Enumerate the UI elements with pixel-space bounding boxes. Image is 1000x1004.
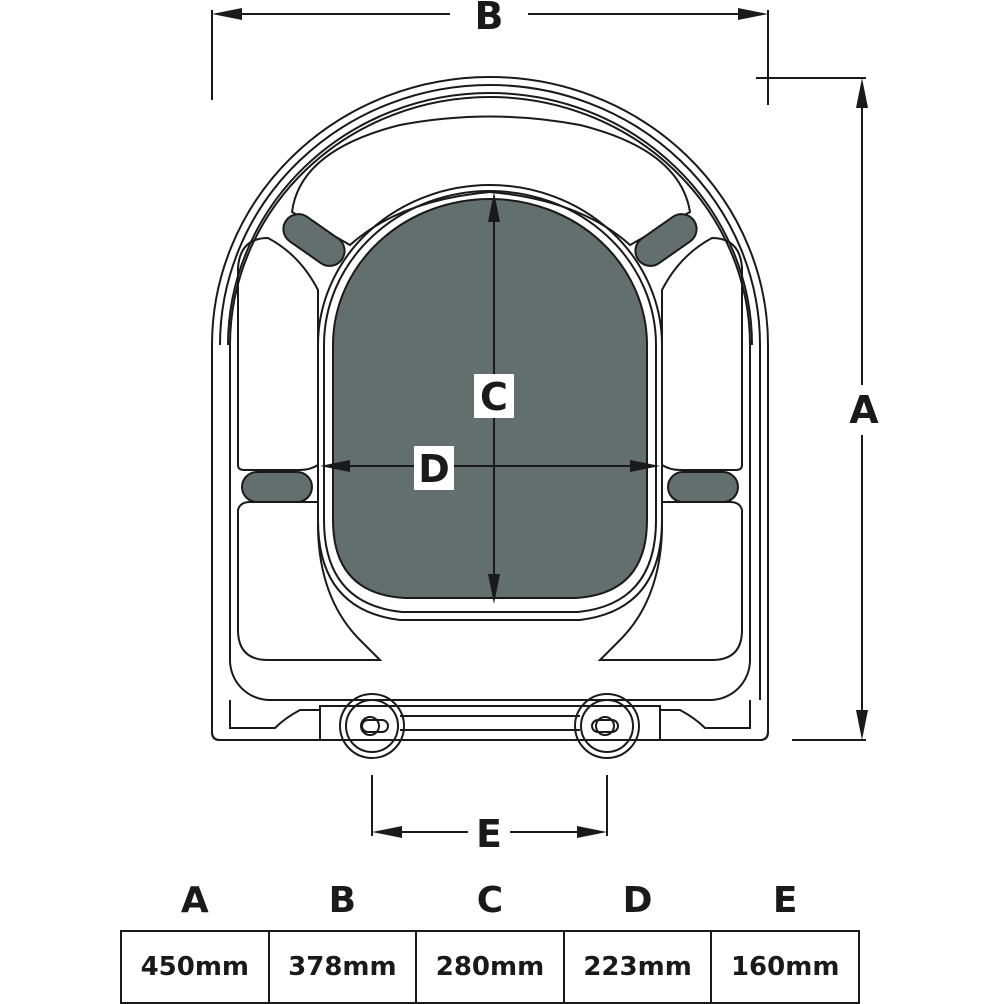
lid-inner-edge <box>229 96 751 701</box>
dimensions-table: A B C D E 450mm 378mm 280mm 223mm 160mm <box>120 870 860 1004</box>
table-header: B <box>328 879 357 921</box>
label-a: A <box>849 388 879 432</box>
rear-lip-left <box>211 700 321 741</box>
hinge-bar <box>319 705 661 741</box>
table-cell: 280mm <box>415 930 565 1004</box>
table-cell: 223mm <box>562 930 713 1004</box>
table-header-row: A B C D E <box>121 870 859 931</box>
label-c: C <box>480 375 508 419</box>
table-header: E <box>772 879 798 921</box>
dimension-e: E <box>371 775 608 856</box>
dimension-a: A <box>756 77 879 741</box>
dimension-c: C <box>474 192 514 604</box>
rear-lip-right <box>659 700 769 741</box>
bumper-left <box>241 471 313 503</box>
table-cell: 160mm <box>710 930 860 1004</box>
left-upper-panel <box>237 236 319 471</box>
right-lower-panel <box>597 501 743 661</box>
left-lower-panel <box>237 501 383 661</box>
label-e: E <box>476 812 502 856</box>
opening-rim-outer <box>317 184 663 621</box>
table-cell: 450mm <box>120 930 270 1004</box>
bumper-top-right <box>634 213 698 267</box>
hinge-left <box>339 693 405 759</box>
bumpers <box>241 213 739 503</box>
dimension-b: B <box>211 0 769 105</box>
table-cell: 378mm <box>267 930 418 1004</box>
bumper-top-left <box>282 213 346 267</box>
seat-rim-line-2 <box>227 92 753 346</box>
dimension-d: D <box>320 446 660 491</box>
seat-rim-line-1 <box>219 84 761 700</box>
table-header: D <box>622 879 653 921</box>
bumper-right <box>667 471 739 503</box>
right-upper-panel <box>661 236 743 471</box>
table-row: 450mm 378mm 280mm 223mm 160mm <box>120 930 860 1004</box>
opening-rim-inner <box>323 190 657 613</box>
hinges <box>339 693 640 759</box>
seat-outline <box>211 76 769 741</box>
label-b: B <box>475 0 504 38</box>
toilet-seat-diagram: B A C D E <box>211 0 879 856</box>
table-header: C <box>476 879 504 921</box>
hinge-right <box>574 693 640 759</box>
label-d: D <box>418 447 450 491</box>
table-header: A <box>180 879 209 921</box>
